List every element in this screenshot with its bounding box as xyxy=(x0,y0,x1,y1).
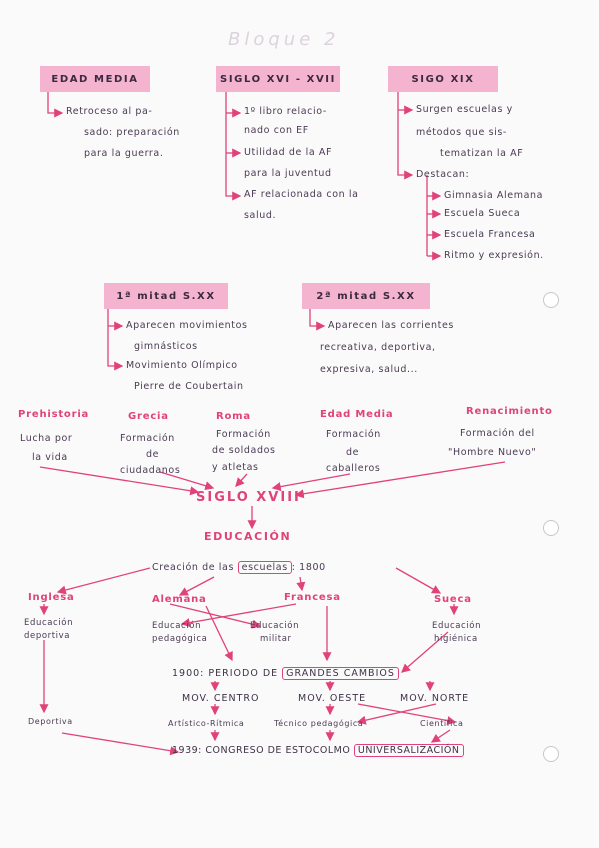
era-renacimiento-line-2: "Hombre Nuevo" xyxy=(448,447,537,458)
periodo-pre: 1900: PERIODO DE xyxy=(172,668,279,679)
edad-media-line-3: para la guerra. xyxy=(84,148,164,159)
congreso-pre: 1939: CONGRESO DE ESTOCOLMO xyxy=(172,745,351,756)
siglo-xix-item-2: Escuela Sueca xyxy=(444,208,521,219)
era-prehistoria-name: Prehistoria xyxy=(18,409,90,420)
siglo-xvi-item-1-line-1: 1º libro relacio- xyxy=(244,106,327,117)
siglo-xix-intro-line-1: Surgen escuelas y xyxy=(416,104,513,115)
edad-media-line-1: Retroceso al pa- xyxy=(66,106,153,117)
era-edad-media-line-1: Formación xyxy=(326,429,381,440)
mov-centro: MOV. CENTRO xyxy=(182,693,260,704)
mov-desc-artistico: Artístico-Rítmica xyxy=(168,719,245,728)
era-renacimiento-line-1: Formación del xyxy=(460,428,535,439)
era-prehistoria-line-1: Lucha por xyxy=(20,433,73,444)
escuela-alemana-line-2: pedagógica xyxy=(152,634,208,644)
primera-mitad-item-1-line-1: Aparecen movimientos xyxy=(126,320,248,331)
header-edad-media: EDAD MEDIA xyxy=(40,66,150,92)
era-grecia-line-2: de xyxy=(146,449,160,460)
binder-hole-top xyxy=(543,292,559,308)
periodo-line: 1900: PERIODO DE GRANDES CAMBIOS xyxy=(172,667,399,680)
era-roma-line-2: de soldados xyxy=(212,445,276,456)
mov-desc-cientifica: Científica xyxy=(420,719,464,728)
primera-mitad-item-1-line-2: gimnásticos xyxy=(134,341,198,352)
segunda-mitad-line-3: expresiva, salud... xyxy=(320,364,418,375)
segunda-mitad-line-2: recreativa, deportiva, xyxy=(320,342,436,353)
educacion-label: EDUCACIÓN xyxy=(204,530,292,543)
era-edad-media-name: Edad Media xyxy=(320,409,394,420)
siglo-xix-item-1: Gimnasia Alemana xyxy=(444,190,544,201)
escuela-francesa-line-2: militar xyxy=(260,634,292,644)
header-siglo-xvi-xvii: SIGLO XVI - XVII xyxy=(216,66,340,92)
siglo-xix-intro-line-3: tematizan la AF xyxy=(440,148,524,159)
escuela-inglesa-line-1: Educación xyxy=(24,618,74,628)
creacion-post: : 1800 xyxy=(291,562,326,573)
escuela-inglesa-line-2: deportiva xyxy=(24,631,71,641)
page-title: Bloque 2 xyxy=(228,29,340,50)
segunda-mitad-line-1: Aparecen las corrientes xyxy=(328,320,454,331)
congreso-line: 1939: CONGRESO DE ESTOCOLMO UNIVERSALIZA… xyxy=(172,744,464,757)
header-siglo-xix: SIGO XIX xyxy=(388,66,498,92)
escuela-sueca-name: Sueca xyxy=(434,594,472,605)
era-edad-media-line-3: caballeros xyxy=(326,463,381,474)
siglo-xviii-label: SIGLO XVIII xyxy=(196,490,301,505)
periodo-boxed: GRANDES CAMBIOS xyxy=(282,667,399,680)
escuela-sueca-line-2: higiénica xyxy=(434,634,478,644)
primera-mitad-item-2-line-1: Movimiento Olímpico xyxy=(126,360,238,371)
era-edad-media-line-2: de xyxy=(346,447,360,458)
primera-mitad-item-2-line-2: Pierre de Coubertain xyxy=(134,381,244,392)
era-roma-name: Roma xyxy=(216,411,251,422)
siglo-xvi-item-1-line-2: nado con EF xyxy=(244,125,309,136)
creacion-line: Creación de las escuelas: 1800 xyxy=(152,561,326,574)
binder-hole-bottom xyxy=(543,746,559,762)
siglo-xvi-item-2-line-2: para la juventud xyxy=(244,168,332,179)
era-renacimiento-name: Renacimiento xyxy=(466,406,553,417)
creacion-boxed: escuelas xyxy=(237,561,292,574)
siglo-xix-item-3: Escuela Francesa xyxy=(444,229,536,240)
escuela-inglesa-name: Inglesa xyxy=(28,592,75,603)
escuela-alemana-name: Alemana xyxy=(152,594,207,605)
mov-desc-tecnico: Técnico pedagógica xyxy=(274,719,364,728)
escuela-sueca-line-1: Educación xyxy=(432,621,482,631)
siglo-xix-intro-line-2: métodos que sis- xyxy=(416,127,507,138)
mov-oeste: MOV. OESTE xyxy=(298,693,367,704)
congreso-boxed: UNIVERSALIZACIÓN xyxy=(353,744,464,757)
era-roma-line-3: y atletas xyxy=(212,462,259,473)
siglo-xvi-item-3-line-1: AF relacionada con la xyxy=(244,189,359,200)
siglo-xvi-item-3-line-2: salud. xyxy=(244,210,277,221)
mov-norte: MOV. NORTE xyxy=(400,693,470,704)
era-grecia-line-1: Formación xyxy=(120,433,175,444)
edad-media-line-2: sado: preparación xyxy=(84,127,180,138)
siglo-xvi-item-2-line-1: Utilidad de la AF xyxy=(244,147,333,158)
era-grecia-name: Grecia xyxy=(128,411,169,422)
header-primera-mitad: 1ª mitad S.XX xyxy=(104,283,228,309)
mov-desc-deportiva: Deportiva xyxy=(28,717,73,726)
escuela-francesa-name: Francesa xyxy=(284,592,341,603)
header-segunda-mitad: 2ª mitad S.XX xyxy=(302,283,430,309)
escuela-alemana-line-1: Educación xyxy=(152,621,202,631)
creacion-pre: Creación de las xyxy=(152,562,235,573)
escuela-francesa-line-1: Educación xyxy=(250,621,300,631)
siglo-xix-item-4: Ritmo y expresión. xyxy=(444,250,544,261)
era-grecia-line-3: ciudadanos xyxy=(120,465,181,476)
binder-hole-middle xyxy=(543,520,559,536)
era-prehistoria-line-2: la vida xyxy=(32,452,68,463)
era-roma-line-1: Formación xyxy=(216,429,271,440)
siglo-xix-destacan: Destacan: xyxy=(416,169,470,180)
